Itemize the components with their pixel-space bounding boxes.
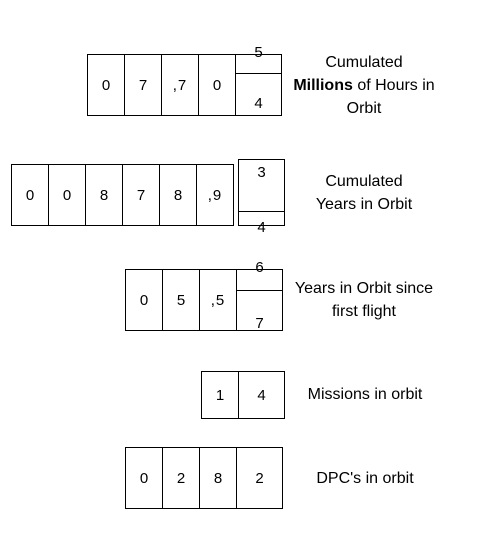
hours-roll-top-digit: 5 xyxy=(254,44,263,61)
hours-digit-3: ,7 xyxy=(161,54,199,116)
missions-label: Missions in orbit xyxy=(295,383,435,406)
hours-label: Cumulated Millions of Hours in Orbit xyxy=(290,51,438,120)
years-roll-wrap: 3 4 xyxy=(238,159,285,236)
years-first-rolling-digit: 6 7 xyxy=(236,259,283,332)
years-label-line1: Cumulated xyxy=(325,173,403,190)
years-roll-divider xyxy=(239,211,284,212)
hours-counter: 0 7 ,7 0 5 4 xyxy=(87,44,282,116)
hours-roll-bottom-digit: 4 xyxy=(254,95,263,112)
hours-digit-1: 0 xyxy=(87,54,125,116)
years-first-roll-bottom-digit: 7 xyxy=(255,315,264,332)
years-digit-1: 0 xyxy=(11,164,49,226)
years-roll-bottom-digit: 4 xyxy=(257,219,266,236)
years-first-label: Years in Orbit since first flight xyxy=(288,277,440,323)
years-first-label-line2: first flight xyxy=(331,303,396,320)
years-label: Cumulated Years in Orbit xyxy=(290,170,438,216)
years-counter: 0 0 8 7 8 ,9 xyxy=(11,164,234,226)
years-first-digit-3: ,5 xyxy=(199,269,237,331)
hours-rolling-digit: 5 4 xyxy=(235,44,282,116)
dpcs-label-line1: DPC's in orbit xyxy=(316,470,414,487)
years-label-line2: Years in Orbit xyxy=(315,196,413,213)
hours-roll-divider xyxy=(236,73,281,74)
years-digit-6-text: ,9 xyxy=(207,186,223,204)
years-first-label-line1: Years in Orbit since xyxy=(294,280,434,297)
years-roll-top-digit: 3 xyxy=(257,164,266,181)
dpcs-digit-1: 0 xyxy=(125,447,163,509)
missions-counter: 1 4 xyxy=(201,371,285,419)
years-first-counter: 0 5 ,5 6 7 xyxy=(125,259,283,332)
hours-digit-2: 7 xyxy=(124,54,162,116)
years-first-digit-3-text: ,5 xyxy=(210,291,226,309)
hours-digit-3-text: ,7 xyxy=(172,76,188,94)
dpcs-counter: 0 2 8 2 xyxy=(125,447,283,509)
hours-label-line1: Cumulated xyxy=(325,54,403,71)
hours-label-bold: Millions xyxy=(293,77,353,94)
dpcs-digit-2: 2 xyxy=(162,447,200,509)
dpcs-label: DPC's in orbit xyxy=(295,467,435,490)
years-digit-5: 8 xyxy=(159,164,197,226)
hours-label-line2-rest: of Hours in xyxy=(352,77,435,94)
years-digit-2: 0 xyxy=(48,164,86,226)
years-first-digit-1: 0 xyxy=(125,269,163,331)
missions-label-line1: Missions in orbit xyxy=(307,386,423,403)
missions-digit-1: 1 xyxy=(201,371,239,419)
hours-label-line2: Millions of Hours in xyxy=(290,74,438,97)
dpcs-digit-3: 8 xyxy=(199,447,237,509)
years-rolling-digit: 3 4 xyxy=(238,159,285,236)
hours-label-line3: Orbit xyxy=(346,100,382,117)
hours-digit-4: 0 xyxy=(198,54,236,116)
dpcs-digit-last: 2 xyxy=(236,447,283,509)
years-first-digit-2: 5 xyxy=(162,269,200,331)
years-first-roll-divider xyxy=(237,290,282,291)
years-first-roll-top-digit: 6 xyxy=(255,259,264,276)
years-digit-3: 8 xyxy=(85,164,123,226)
years-digit-6: ,9 xyxy=(196,164,234,226)
years-digit-4: 7 xyxy=(122,164,160,226)
missions-digit-last: 4 xyxy=(238,371,285,419)
